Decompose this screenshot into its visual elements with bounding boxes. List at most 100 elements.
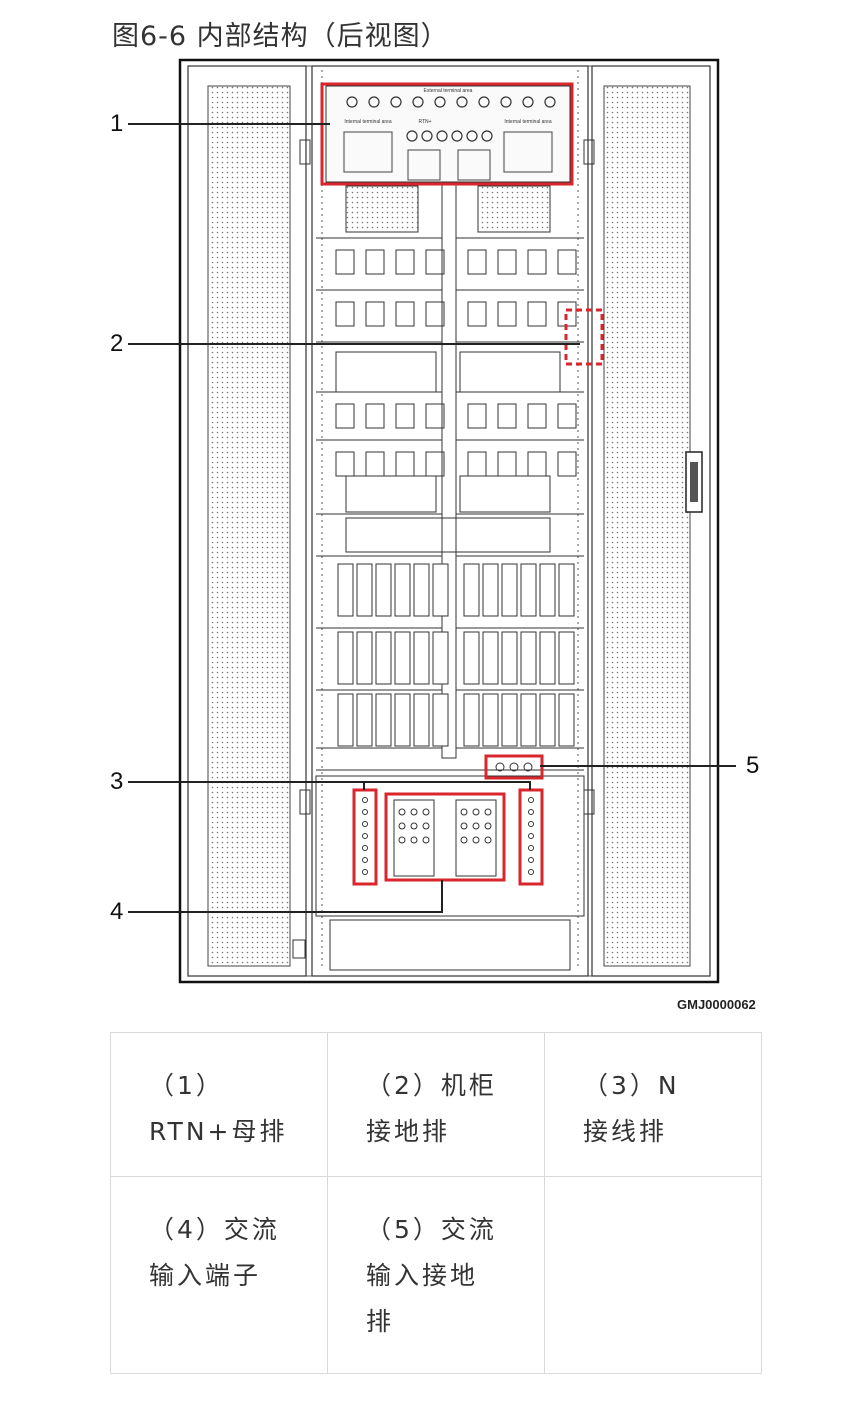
bolt — [478, 96, 490, 108]
bolt — [398, 822, 406, 830]
bolt — [398, 808, 406, 816]
breaker — [425, 301, 445, 327]
rectifier-module — [558, 563, 575, 617]
bolt — [422, 836, 430, 844]
bolt — [484, 822, 492, 830]
breaker — [497, 301, 517, 327]
breaker — [497, 451, 517, 477]
rectifier-module — [375, 693, 392, 747]
leader-4 — [128, 880, 443, 913]
cabinet-rear-view-diagram: External terminal area Internal terminal… — [128, 58, 736, 984]
breaker — [467, 249, 487, 275]
breaker — [467, 403, 487, 429]
breaker — [527, 403, 547, 429]
rectifier-module — [432, 563, 449, 617]
bolt — [362, 845, 368, 851]
bolt — [362, 833, 368, 839]
panel-block — [345, 475, 437, 513]
right-door — [583, 65, 711, 977]
rectifier-module — [520, 631, 537, 685]
bolt — [368, 96, 380, 108]
bolt — [544, 96, 556, 108]
breaker — [365, 451, 385, 477]
rectifier-module — [413, 693, 430, 747]
breaker — [527, 249, 547, 275]
callout-3: 3 — [110, 768, 124, 795]
bolt — [422, 808, 430, 816]
rectifier-module — [432, 631, 449, 685]
panel-block — [459, 475, 551, 513]
bolt — [523, 762, 533, 772]
breaker — [557, 403, 577, 429]
rectifier-module — [520, 563, 537, 617]
breaker — [497, 249, 517, 275]
bolt — [346, 96, 358, 108]
breaker — [557, 249, 577, 275]
bolt — [509, 762, 519, 772]
bolt — [406, 130, 418, 142]
breaker — [425, 403, 445, 429]
rectifier-module — [463, 563, 480, 617]
rectifier-module — [501, 563, 518, 617]
top-terminal-panel: External terminal area Internal terminal… — [325, 85, 571, 183]
bolt — [522, 96, 534, 108]
rectifier-module — [482, 631, 499, 685]
legend-cell-1: （1） RTN+母排 — [110, 1032, 328, 1177]
breaker — [395, 249, 415, 275]
internal-terminal-right-label: Internal terminal area — [504, 119, 551, 125]
bolt — [528, 869, 534, 875]
bolt — [362, 869, 368, 875]
bolt — [398, 836, 406, 844]
rectifier-module — [356, 693, 373, 747]
bolt — [528, 809, 534, 815]
rectifier-module — [539, 563, 556, 617]
highlight-rtn-busbar — [320, 82, 574, 186]
figure-title: 图6-6 内部结构（后视图） — [112, 21, 449, 52]
rectifier-module — [463, 693, 480, 747]
bolt — [472, 822, 480, 830]
legend-row: （1） RTN+母排 （2）机柜 接地排 （3）N 接线排 — [110, 1032, 762, 1177]
bolt — [456, 96, 468, 108]
breaker — [527, 451, 547, 477]
rtn-panel-label: RTN+ — [418, 119, 431, 125]
left-door — [187, 65, 311, 977]
rectifier-module — [413, 631, 430, 685]
cabinet-outer-frame — [178, 58, 720, 984]
bolt — [412, 96, 424, 108]
breaker — [365, 403, 385, 429]
bolt — [421, 130, 433, 142]
breaker — [395, 403, 415, 429]
rectifier-module — [337, 563, 354, 617]
bolt — [528, 845, 534, 851]
bolt — [390, 96, 402, 108]
rectifier-module — [337, 693, 354, 747]
bolt — [500, 96, 512, 108]
rectifier-module — [375, 563, 392, 617]
callout-5: 5 — [746, 752, 760, 779]
legend-table: （1） RTN+母排 （2）机柜 接地排 （3）N 接线排 （4）交流 输入端子… — [110, 1032, 762, 1375]
bolt — [484, 808, 492, 816]
breaker — [335, 301, 355, 327]
legend-cell-3: （3）N 接线排 — [544, 1032, 762, 1177]
highlight-ac-ground-bar — [484, 754, 544, 780]
rectifier-module — [558, 693, 575, 747]
bolt — [410, 822, 418, 830]
breaker — [395, 451, 415, 477]
breaker — [425, 249, 445, 275]
callout-2: 2 — [110, 330, 124, 357]
rectifier-module — [356, 631, 373, 685]
bolt — [460, 836, 468, 844]
rectifier-module — [432, 693, 449, 747]
bolt — [528, 833, 534, 839]
bolt — [528, 857, 534, 863]
rectifier-module — [539, 693, 556, 747]
bolt — [528, 797, 534, 803]
rectifier-module — [520, 693, 537, 747]
legend-row: （4）交流 输入端子 （5）交流 输入接地 排 — [110, 1175, 762, 1375]
breaker — [365, 301, 385, 327]
rectifier-module — [501, 693, 518, 747]
legend-cell-empty — [544, 1175, 762, 1375]
internal-terminal-left-label: Internal terminal area — [344, 119, 391, 125]
callout-1: 1 — [110, 110, 124, 137]
breaker — [335, 403, 355, 429]
